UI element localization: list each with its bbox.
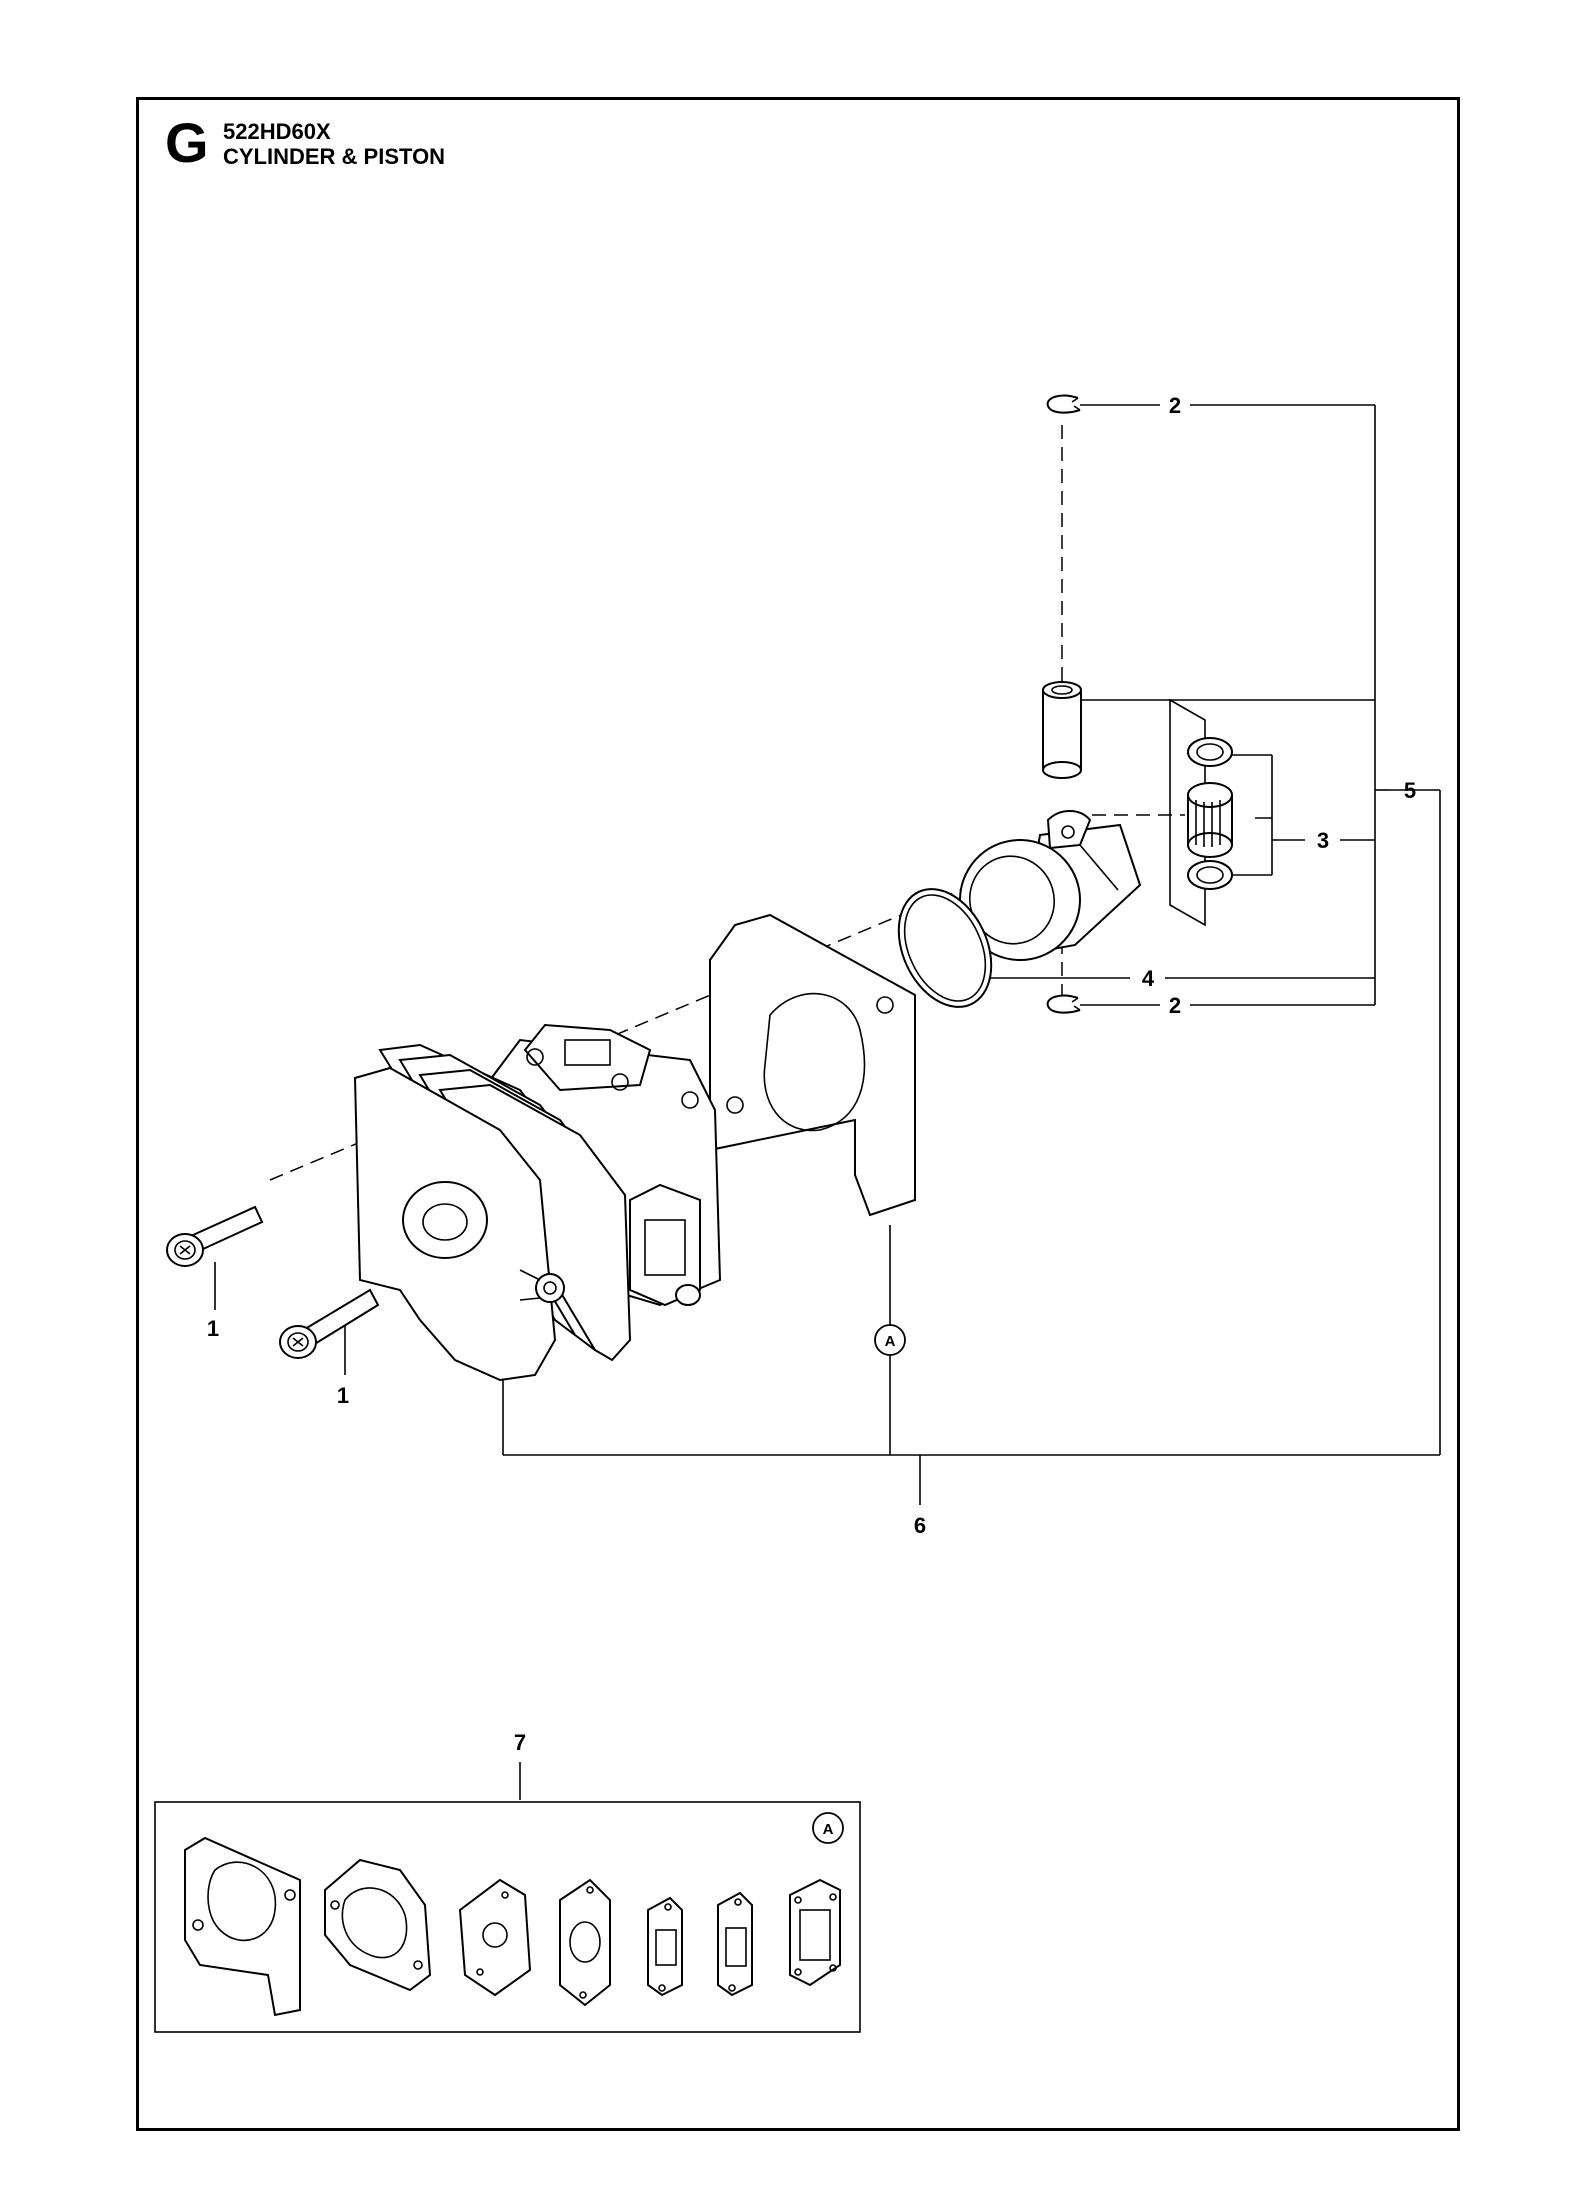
piston-pin-icon <box>1042 681 1082 779</box>
callout-5: 5 <box>1404 778 1416 803</box>
callout-7: 7 <box>514 1730 526 1755</box>
circlip-bottom-icon <box>1046 994 1081 1014</box>
kit-muffler-gasket-icon <box>717 1891 753 1997</box>
callout-2-bottom: 2 <box>1169 993 1181 1018</box>
cylinder-screw-right-icon <box>279 1288 380 1359</box>
washer-bottom-icon <box>1187 860 1233 890</box>
kit-crankcase-gasket-icon <box>324 1858 432 1992</box>
kit-intake-gasket-icon <box>458 1878 532 1997</box>
kit-reference-marker: A <box>812 1812 844 1844</box>
gasket-kit-box: A <box>154 1801 861 2033</box>
kit-carburetor-gasket-icon <box>559 1878 611 2007</box>
callout-1-right: 1 <box>337 1383 349 1408</box>
callout-3: 3 <box>1317 828 1329 853</box>
kit-reference-label: A <box>823 1821 834 1838</box>
bearing-assembly-icon <box>1169 698 1233 927</box>
page-frame <box>136 97 1460 2131</box>
kit-cylinder-gasket-icon <box>184 1836 301 2017</box>
callout-6: 6 <box>914 1513 926 1538</box>
cylinder-icon <box>353 1023 722 1382</box>
callout-labels: 2 5 3 4 2 1 1 6 7 <box>207 393 1416 1755</box>
callout-1-left: 1 <box>207 1316 219 1341</box>
kit-cover-gasket-icon <box>789 1878 841 1987</box>
piston-icon <box>959 810 1142 961</box>
model-number: 522HD60X <box>223 119 331 144</box>
cylinder-gasket-icon <box>709 913 916 1217</box>
callout-4: 4 <box>1142 966 1155 991</box>
leader-lines <box>214 404 1441 1800</box>
cylinder-screw-left-icon <box>166 1205 264 1267</box>
callout-2-top: 2 <box>1169 393 1181 418</box>
gasket-reference-label: A <box>885 1333 896 1350</box>
piston-ring-icon <box>897 888 993 1008</box>
section-letter: G <box>165 111 209 174</box>
needle-bearing-icon <box>1187 782 1233 858</box>
diagram-title: CYLINDER & PISTON <box>223 144 446 169</box>
gasket-reference-marker: A <box>874 1324 906 1356</box>
kit-exhaust-gasket-icon <box>647 1896 683 1997</box>
circlip-top-icon <box>1046 394 1081 414</box>
washer-top-icon <box>1187 737 1233 767</box>
